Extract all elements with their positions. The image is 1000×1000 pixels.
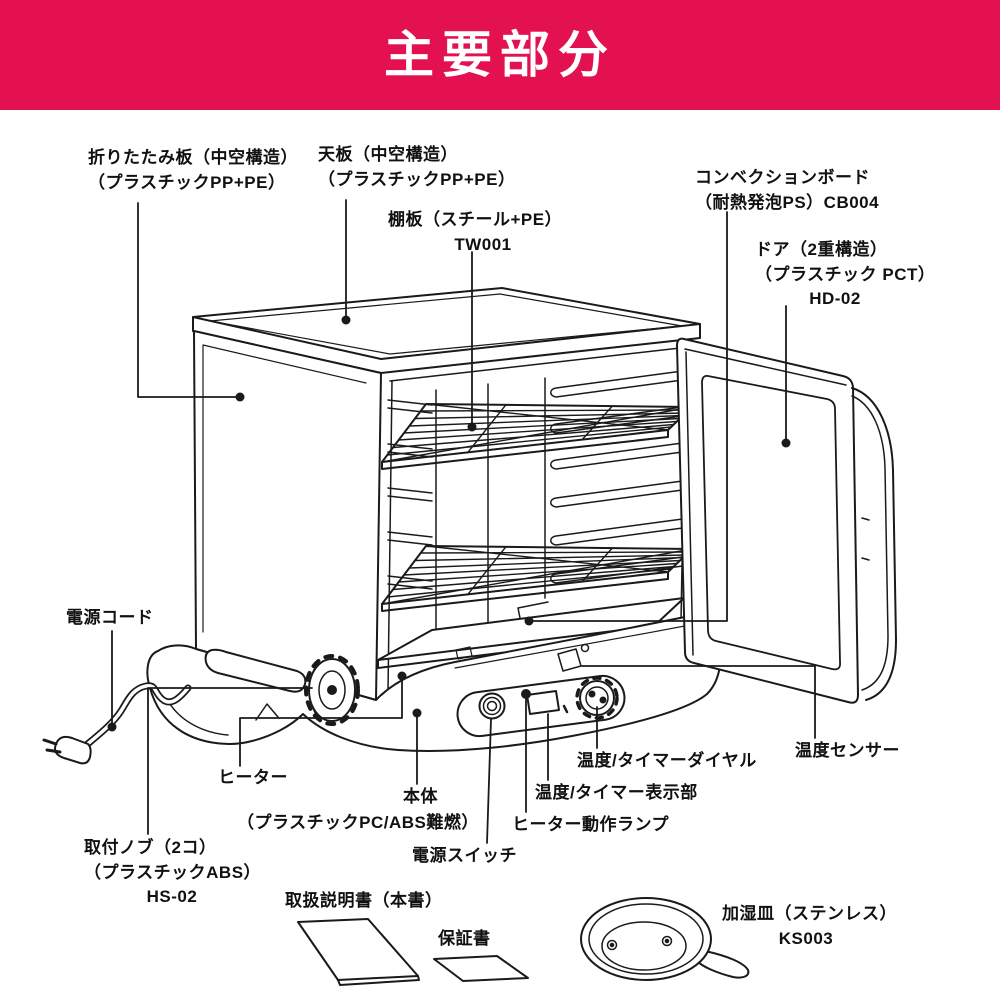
- header-banner: 主要部分: [0, 0, 1000, 110]
- wire-shelf-upper-drawing: [381, 403, 693, 470]
- label-temp-sensor: 温度センサー: [795, 741, 900, 760]
- power-cord-drawing: [42, 682, 192, 765]
- label-mounting-knob: 取付ノブ（2コ） （プラスチックABS） HS-02: [84, 838, 262, 907]
- plug-drawing: [54, 735, 92, 765]
- wire-shelf-lower-drawing: [381, 545, 693, 612]
- label-power-cord: 電源コード: [66, 608, 154, 627]
- warranty-sheet-drawing: [433, 955, 529, 982]
- cabinet-top-plate-drawing: [192, 287, 701, 374]
- label-top-plate: 天板（中空構造） （プラスチックPP+PE）: [318, 145, 516, 189]
- label-shelf-board: 棚板（スチール+PE） TW001: [388, 210, 563, 254]
- label-convection-board: コンベクションボード （耐熱発泡PS）CB004: [695, 168, 880, 212]
- label-body-material: （プラスチックPC/ABS難燃）: [237, 813, 479, 832]
- folding-board-panel-drawing: [193, 330, 382, 701]
- humidifying-dish-drawing: [580, 897, 750, 981]
- label-folding-board: 折りたたみ板（中空構造） （プラスチックPP+PE）: [88, 148, 298, 192]
- label-heater: ヒーター: [218, 768, 288, 787]
- manual-sheet-drawing: [297, 918, 420, 986]
- page-title: 主要部分: [384, 27, 616, 83]
- label-door: ドア（2重構造） （プラスチック PCT） HD-02: [755, 240, 936, 309]
- label-power-switch: 電源スイッチ: [412, 846, 517, 865]
- label-warranty: 保証書: [438, 929, 491, 948]
- label-temp-timer-dial: 温度/タイマーダイヤル: [577, 751, 757, 770]
- temp-timer-display-drawing: [526, 690, 560, 715]
- label-body: 本体: [403, 787, 438, 806]
- label-humidifying-dish: 加湿皿（ステンレス） KS003: [722, 904, 897, 948]
- label-heater-lamp: ヒーター動作ランプ: [512, 815, 669, 834]
- door-drawing: [676, 337, 897, 704]
- label-manual: 取扱説明書（本書）: [285, 891, 443, 910]
- label-temp-timer-display: 温度/タイマー表示部: [535, 783, 698, 802]
- power-switch-drawing: [478, 692, 506, 720]
- door-handle-drawing: [851, 387, 897, 701]
- leader-lines: [107, 199, 816, 844]
